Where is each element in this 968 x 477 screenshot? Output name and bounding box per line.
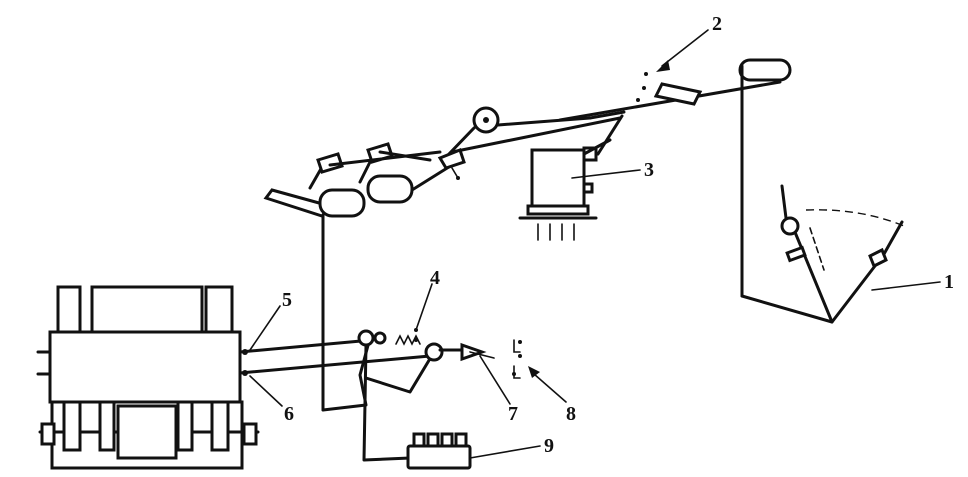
engine-top-post-left — [56, 285, 82, 334]
leader-3 — [571, 169, 641, 179]
leader-4 — [415, 283, 433, 331]
upper-linkage — [263, 58, 905, 324]
pedal-travel-arc — [805, 209, 905, 227]
label-7: 7 — [508, 403, 518, 425]
engine-top-post-right — [204, 285, 234, 334]
label-1: 1 — [944, 271, 954, 293]
engine-top-cover — [90, 285, 204, 334]
servo-box-9 — [406, 444, 472, 470]
bracket-left — [437, 148, 466, 170]
engine-block — [36, 285, 260, 470]
label-8: 8 — [566, 403, 576, 425]
leader-2 — [661, 29, 709, 67]
lower-linkage — [321, 210, 522, 470]
leader-8 — [533, 373, 567, 403]
clamp-2 — [653, 82, 703, 106]
label-5: 5 — [282, 289, 292, 311]
right-bellcrank — [738, 58, 792, 82]
label-6: 6 — [284, 403, 294, 425]
engine-body — [48, 330, 242, 404]
leader-6 — [249, 375, 283, 407]
leaders — [249, 29, 941, 459]
cylinder-left — [318, 188, 366, 218]
label-4: 4 — [430, 267, 440, 289]
label-9: 9 — [544, 435, 554, 457]
leader-1 — [871, 281, 941, 291]
rod-6 — [238, 354, 432, 375]
label-3: 3 — [644, 159, 654, 181]
label-2: 2 — [712, 13, 722, 35]
switch-8 — [513, 339, 521, 379]
pedal-pivot — [780, 216, 800, 236]
pedal-arms — [788, 218, 880, 324]
cylinder-right — [366, 174, 414, 204]
pedal-1 — [868, 247, 888, 269]
leader-5 — [249, 305, 281, 351]
rod-to-box-9 — [362, 343, 412, 462]
control-rods — [238, 338, 432, 376]
spring-4 — [395, 334, 421, 346]
middle-lever — [364, 350, 436, 394]
rod-5 — [238, 338, 374, 354]
leader-7 — [479, 355, 511, 405]
upper-bellcrank-plate — [263, 188, 333, 218]
callout-labels: 1 2 3 4 5 6 7 8 9 — [282, 13, 954, 457]
actuator-3 — [518, 138, 612, 241]
lower-bellcrank — [321, 336, 372, 412]
leader-9 — [469, 445, 541, 459]
engine-gearbox — [116, 404, 178, 460]
